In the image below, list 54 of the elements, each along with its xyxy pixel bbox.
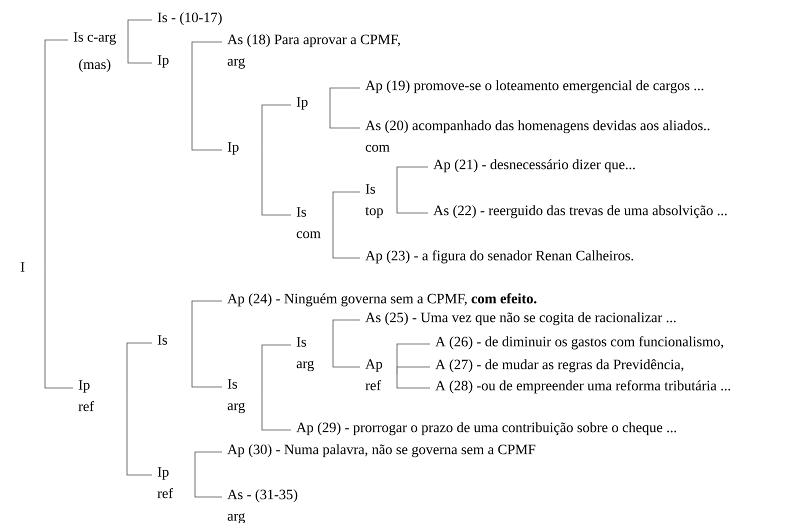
tree-label: Ip: [228, 142, 239, 155]
bracket-line: [332, 354, 360, 368]
bracket-line: [262, 104, 292, 149]
bracket-line: [330, 103, 360, 128]
bracket-line: [262, 148, 292, 216]
bracket-line: [262, 344, 292, 397]
bracket-line: [44, 40, 68, 268]
tree-label: Is com: [296, 207, 321, 238]
bracket-line: [192, 42, 222, 62]
bracket-line: [194, 482, 222, 498]
tree-label: Ip: [296, 97, 308, 110]
tree-label: Is c-arg: [74, 32, 116, 45]
tree-label: A (28) -ou de empreender uma reforma tributária ...: [435, 380, 730, 394]
tree-label: As (18) Para aprovar a CPMF, arg: [227, 34, 400, 69]
tree-label: Ip ref: [78, 380, 94, 412]
bracket-line: [128, 38, 152, 64]
bracket-line: [330, 88, 360, 104]
bracket-line: [332, 192, 360, 224]
bracket-line: [192, 340, 222, 388]
bracket-line: [44, 266, 74, 388]
tree-label: Ip: [158, 55, 169, 68]
tree-label: Ap (23) - a figura do senador Renan Calheiros.: [365, 250, 634, 264]
bracket-line: [192, 300, 222, 340]
tree-label: Is - (10-17): [158, 12, 222, 26]
bracket-line: [126, 342, 152, 396]
tree-label: Ap (29) - prorrogar o prazo de uma contribuição sobre o cheque ...: [296, 422, 676, 436]
bracket-line: [396, 166, 428, 202]
bracket-line: [396, 366, 430, 376]
tree-label: Ap (24) - Ninguém governa sem a CPMF, com efeito.: [227, 293, 536, 306]
tree-label: As (22) - reerguido das trevas de uma absolvição ...: [433, 205, 727, 218]
tree-label: I: [20, 262, 24, 272]
bracket-line: [192, 61, 222, 150]
tree-label: A (27) - de mudar as regras da Previdência,: [435, 359, 684, 372]
tree-label: A (26) - de diminuir os gastos com funcionalismo,: [435, 336, 724, 350]
bracket-line: [332, 320, 360, 355]
tree-label: As (25) - Uma vez que não se cogita de racionalizar ...: [365, 312, 676, 326]
bracket-line: [396, 374, 430, 388]
tree-label: Is top: [365, 184, 383, 218]
bracket-line: [126, 395, 152, 476]
relation-label: (mas): [79, 59, 110, 72]
bracket-line: [396, 200, 428, 214]
tree-label: Ap (30) - Numa palavra, não se governa sem a CPMF: [227, 444, 536, 458]
tree-label: Ip ref: [158, 467, 174, 498]
tree-label: As (20) acompanhado das homenagens devidas aos aliados.. com: [365, 120, 710, 152]
bracket-line: [332, 222, 360, 258]
bracket-line: [262, 396, 292, 430]
bracket-line: [194, 452, 222, 484]
bracket-line: [128, 20, 152, 39]
tree-label: Is arg: [228, 379, 245, 414]
tree-label: Is arg: [296, 337, 314, 372]
tree-label: Ap ref: [365, 359, 382, 390]
tree-label: Is: [158, 335, 168, 345]
tree-label: Ap (21) - desnecessário dizer que...: [433, 159, 635, 172]
tree-label: Ap (19) promove-se o loteamento emergencial de cargos ...: [365, 80, 704, 94]
